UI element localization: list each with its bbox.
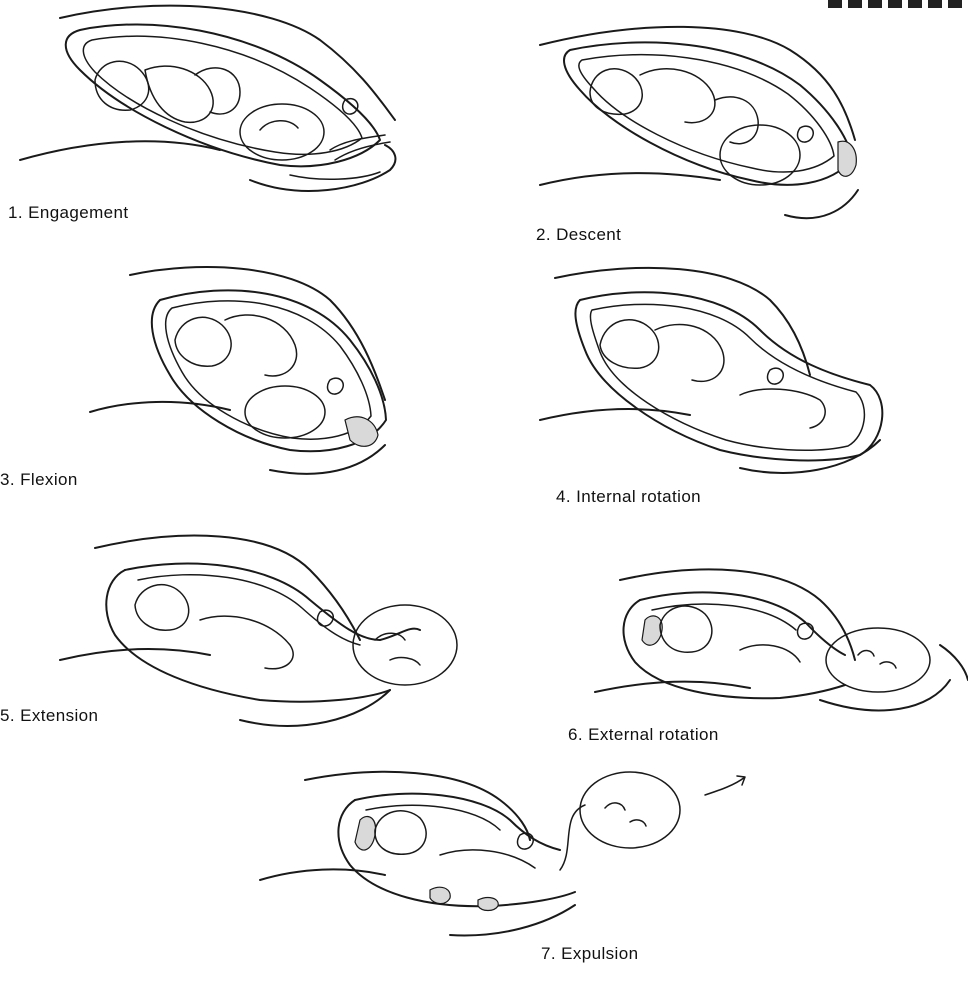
stage-6-name: External rotation <box>588 725 719 744</box>
stage-4-name: Internal rotation <box>576 487 701 506</box>
stage-5-illustration <box>60 536 457 726</box>
stage-2-illustration <box>540 27 858 218</box>
stage-3-illustration <box>90 267 386 474</box>
stage-1-label: 1. Engagement <box>8 203 129 223</box>
stage-6-label: 6. External rotation <box>568 725 719 745</box>
stage-7-number: 7. <box>541 944 556 963</box>
stage-7-label: 7. Expulsion <box>541 944 638 964</box>
stage-1-number: 1. <box>8 203 23 222</box>
stage-7-name: Expulsion <box>561 944 638 963</box>
stage-5-label: 5. Extension <box>0 706 98 726</box>
stage-4-illustration <box>540 268 882 473</box>
stage-4-label: 4. Internal rotation <box>556 487 701 507</box>
stage-2-number: 2. <box>536 225 551 244</box>
stage-6-number: 6. <box>568 725 583 744</box>
stage-4-number: 4. <box>556 487 571 506</box>
stage-5-name: Extension <box>20 706 98 725</box>
stage-2-label: 2. Descent <box>536 225 621 245</box>
stage-1-illustration <box>20 6 395 191</box>
stage-2-name: Descent <box>556 225 621 244</box>
stage-7-illustration <box>260 772 745 936</box>
stage-1-name: Engagement <box>28 203 128 222</box>
stage-3-number: 3. <box>0 470 15 489</box>
stage-5-number: 5. <box>0 706 15 725</box>
stage-3-label: 3. Flexion <box>0 470 78 490</box>
stage-6-illustration <box>595 569 968 710</box>
stage-3-name: Flexion <box>20 470 78 489</box>
